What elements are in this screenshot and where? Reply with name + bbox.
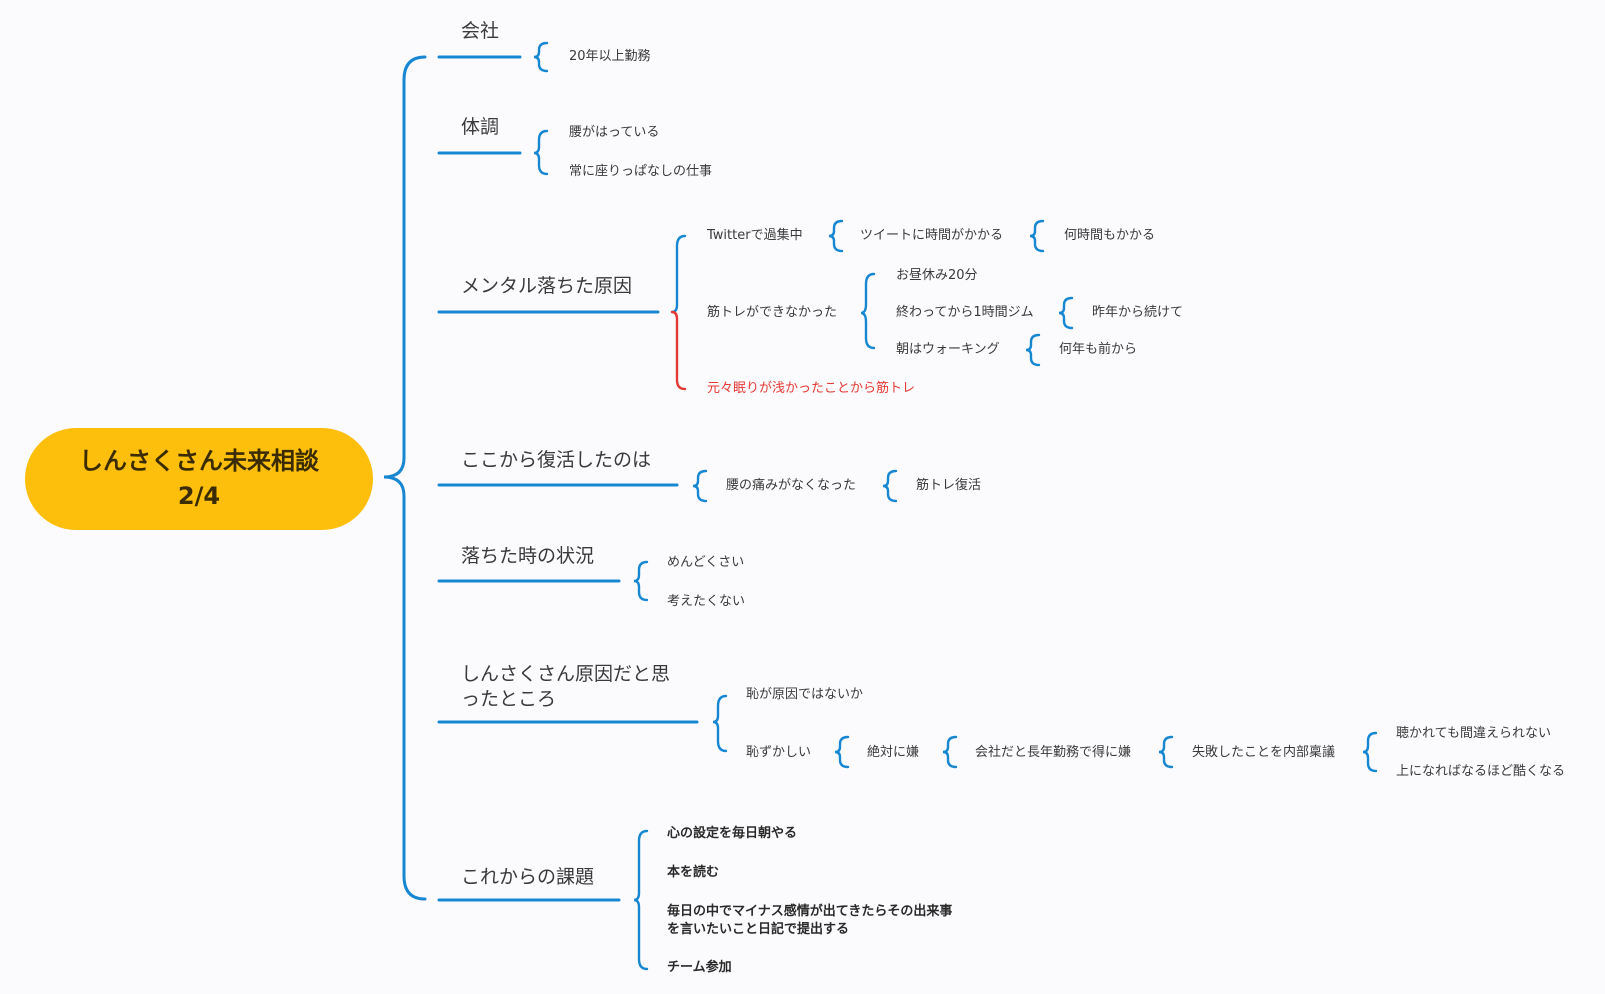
task-2[interactable]: 本を読む <box>667 865 720 880</box>
cause-embarrassed[interactable]: 恥ずかしい <box>746 745 812 760</box>
brace-cause <box>712 694 728 753</box>
brace-company-long <box>1158 735 1174 769</box>
brace-revival-sub <box>882 469 898 503</box>
cause-failure[interactable]: 失敗したことを内部稟議 <box>1192 745 1336 760</box>
brace-mental-lower <box>670 310 687 391</box>
branch-situation[interactable]: 落ちた時の状況 <box>461 545 595 567</box>
brace-morning <box>1025 333 1041 367</box>
brace-revival <box>692 469 708 503</box>
task-4[interactable]: チーム参加 <box>667 960 732 975</box>
mental-training[interactable]: 筋トレができなかった <box>707 305 838 320</box>
training-morning-sub[interactable]: 何年も前から <box>1059 342 1138 357</box>
brace-failure <box>1362 731 1378 773</box>
brace-tweet <box>1029 219 1045 253</box>
brace-situation <box>633 560 649 602</box>
branch-cause[interactable]: しんさくさん原因だと思ったところ <box>461 663 671 710</box>
brace-twitter <box>828 219 844 253</box>
brace-embarrassed <box>834 735 850 769</box>
branch-tasks[interactable]: これからの課題 <box>461 866 595 888</box>
cause-company[interactable]: 会社だと長年勤務で得に嫌 <box>975 745 1132 760</box>
root-node[interactable]: しんさくさん未来相談 2/4 <box>25 428 373 530</box>
brace-company <box>533 41 549 73</box>
training-lunch[interactable]: お昼休み20分 <box>896 268 978 283</box>
brace-tasks <box>633 829 649 971</box>
task-3[interactable]: 毎日の中でマイナス感情が出てきたらその出来事を言いたいこと日記で提出する <box>667 904 953 938</box>
brace-mental-upper <box>670 234 687 314</box>
training-morning[interactable]: 朝はウォーキング <box>896 342 1000 357</box>
training-after[interactable]: 終わってから1時間ジム <box>896 305 1034 320</box>
mental-twitter-sub[interactable]: ツイートに時間がかかる <box>860 228 1004 243</box>
mental-twitter-subsub[interactable]: 何時間もかかる <box>1064 228 1156 243</box>
cause-higher[interactable]: 上になればなるほど酷くなる <box>1396 764 1566 779</box>
brace-after-gym <box>1058 296 1074 330</box>
branch-mental[interactable]: メンタル落ちた原因 <box>461 275 633 297</box>
cause-absolute[interactable]: 絶対に嫌 <box>867 745 920 760</box>
brace-absolute <box>942 735 958 769</box>
mental-twitter[interactable]: Twitterで過集中 <box>707 228 803 243</box>
mental-sleep[interactable]: 元々眠りが浅かったことから筋トレ <box>707 381 916 396</box>
training-after-sub[interactable]: 昨年から続けて <box>1092 305 1184 320</box>
root-title: しんさくさん未来相談 2/4 <box>79 447 343 510</box>
root-branch-connector <box>383 55 427 901</box>
revival-child[interactable]: 腰の痛みがなくなった <box>726 478 857 493</box>
cause-asked[interactable]: 聴かれても間違えられない <box>1396 726 1551 741</box>
situation-child-1[interactable]: めんどくさい <box>667 555 745 570</box>
revival-sub[interactable]: 筋トレ復活 <box>916 478 982 493</box>
branch-company[interactable]: 会社 <box>461 20 500 42</box>
brace-training <box>860 272 876 350</box>
situation-child-2[interactable]: 考えたくない <box>667 594 746 609</box>
brace-health <box>533 129 549 176</box>
cause-shame[interactable]: 恥が原因ではないか <box>746 687 864 702</box>
health-child-1[interactable]: 腰がはっている <box>569 125 660 140</box>
task-1[interactable]: 心の設定を毎日朝やる <box>667 826 798 841</box>
company-child-1[interactable]: 20年以上勤務 <box>569 49 651 64</box>
health-child-2[interactable]: 常に座りっぱなしの仕事 <box>569 164 713 179</box>
branch-health[interactable]: 体調 <box>461 116 500 138</box>
branch-revival[interactable]: ここから復活したのは <box>461 449 652 471</box>
